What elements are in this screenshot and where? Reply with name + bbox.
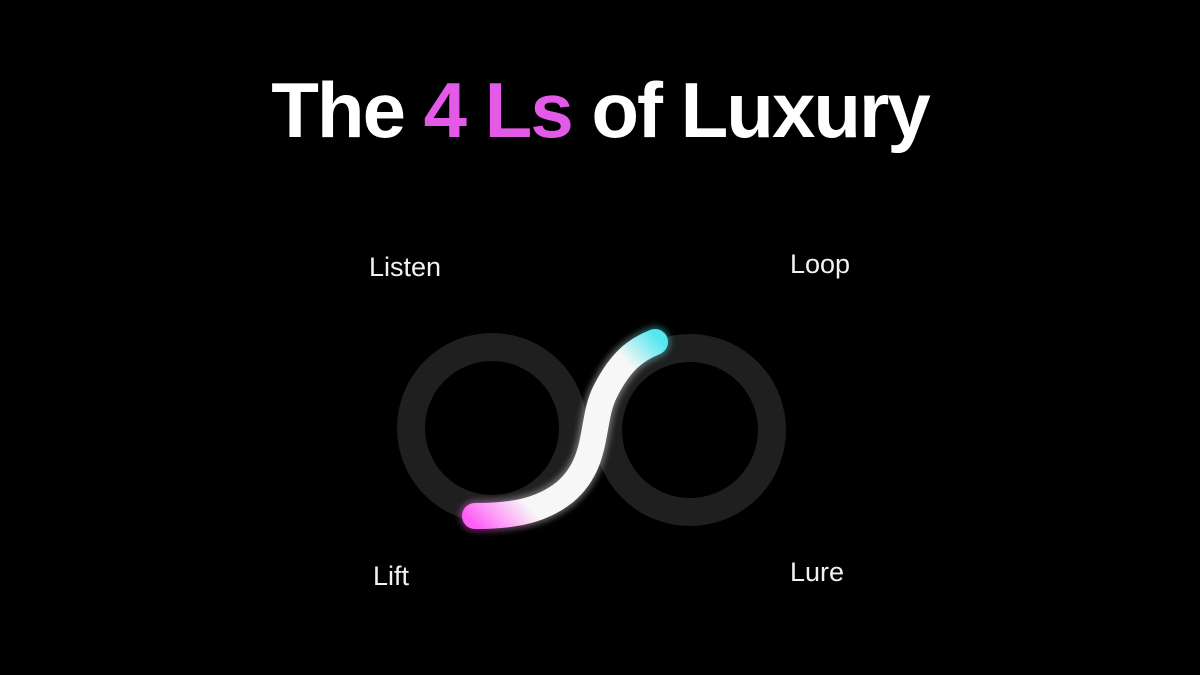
label-lift: Lift <box>372 561 410 591</box>
title-highlight: 4 Ls <box>423 66 574 154</box>
title-suffix: of Luxury <box>571 66 930 154</box>
progress-stroke <box>462 329 668 529</box>
label-loop: Loop <box>789 249 851 279</box>
label-listen: Listen <box>368 252 442 282</box>
label-lure: Lure <box>789 557 845 587</box>
page-title: The 4 Ls of Luxury <box>0 62 1200 158</box>
title-prefix: The <box>271 66 424 154</box>
